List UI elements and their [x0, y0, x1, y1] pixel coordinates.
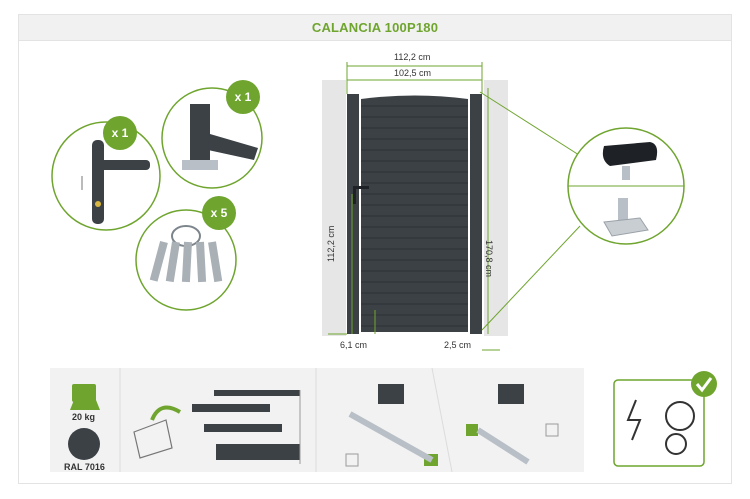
keys-group: [149, 240, 223, 283]
house-icon-2: [498, 384, 524, 404]
gear-icon: [665, 401, 695, 431]
stack-bar-1: [192, 404, 270, 412]
gate-leaf: [361, 95, 468, 332]
handle-lever: [98, 160, 150, 170]
key: [208, 241, 223, 283]
height-label: 170,8 cm: [484, 240, 494, 278]
key: [196, 241, 207, 283]
weight-label: 20 kg: [72, 412, 96, 422]
handle-height-label: 112,2 cm: [326, 225, 336, 262]
info-panel: [50, 368, 584, 472]
weight-icon: [70, 400, 100, 410]
box-icon: [133, 419, 173, 459]
right-gap-label: 2,5 cm: [444, 340, 472, 350]
right-post: [470, 94, 482, 334]
product-title: CALANCIA 100P180: [311, 20, 439, 35]
handle-plate: [92, 140, 104, 224]
keys-qty-badge: x 5: [202, 196, 236, 230]
stack-bar-2: [204, 424, 282, 432]
opening-leaf-2: [476, 427, 530, 465]
key: [149, 240, 168, 282]
color-swatch: [68, 428, 100, 460]
opening-leaf-1: [348, 411, 434, 463]
key: [165, 241, 180, 283]
color-label: RAL 7016: [64, 462, 105, 472]
outer-width-label: 112,2 cm: [394, 52, 431, 62]
title-bar: CALANCIA 100P180: [19, 15, 731, 41]
stop-cap: [602, 142, 658, 166]
stop-qty-badge: x 1: [226, 80, 260, 114]
inner-width-label: 102,5 cm: [394, 68, 432, 78]
left-gap-label: 6,1 cm: [340, 340, 368, 350]
key: [181, 241, 192, 283]
check-badge: [691, 371, 717, 397]
stack-bar-3: [216, 444, 300, 460]
left-post: [347, 94, 359, 334]
motor-box: [613, 379, 705, 467]
gate-slats: [361, 105, 468, 327]
handle-qty-badge: x 1: [103, 116, 137, 150]
left-wall: [322, 80, 346, 336]
house-icon-1: [378, 384, 404, 404]
gate-handle: [353, 186, 356, 204]
